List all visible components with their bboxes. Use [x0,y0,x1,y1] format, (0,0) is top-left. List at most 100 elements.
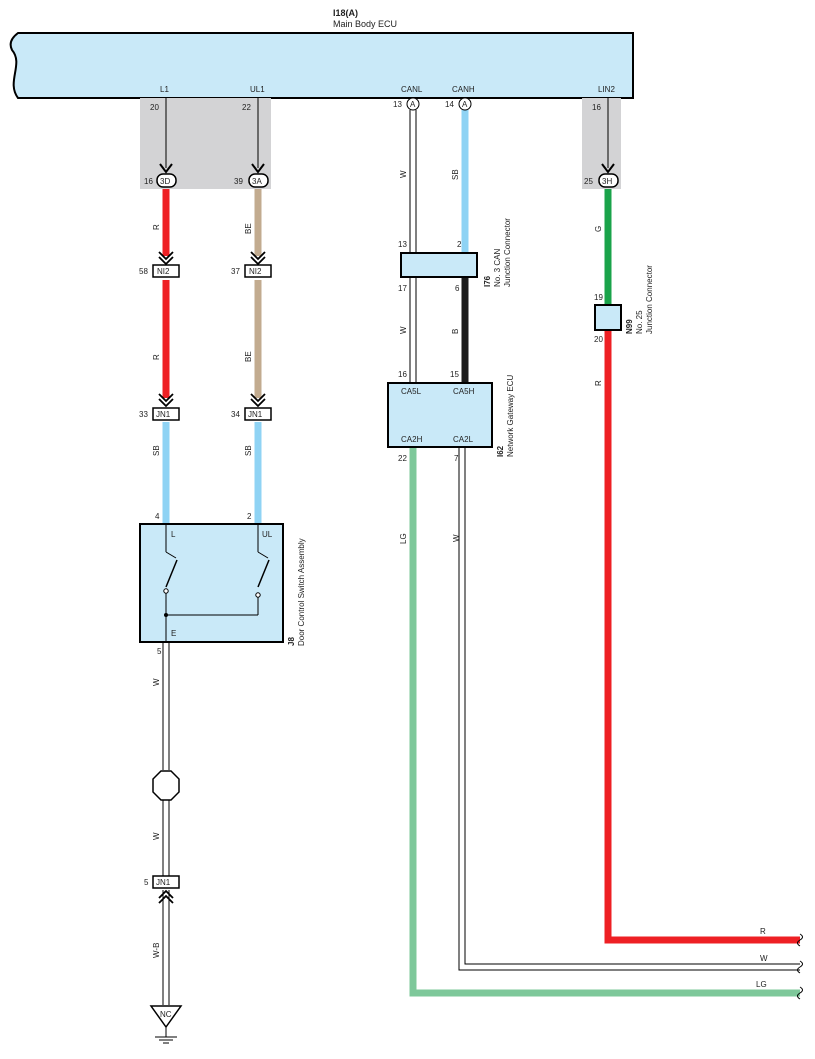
label-lin-upper: G [594,226,603,232]
i62-pin-num-ca2h: 22 [398,454,407,463]
n99-pin-top: 19 [594,293,603,302]
n99-pin-bottom: 20 [594,335,603,344]
j8-switch-l [165,559,178,588]
n99-name-line1: No. 25 [635,310,644,334]
j8-pin-l: L [171,530,176,539]
ecu-pin-ul1: UL1 [250,85,265,94]
connector-jn1-left: JN1 33 [139,393,180,421]
j8-code: J8 [287,637,296,646]
connector-3h: 3H 25 [584,163,619,188]
svg-text:3H: 3H [602,177,612,186]
connector-ni2-left: NI2 58 [139,251,180,278]
j8-switch-circuit [163,524,270,643]
label-canh-mid: B [451,329,460,334]
label-out-r: R [760,927,766,936]
ecu-pin-num-canh: 14 [445,100,454,109]
label-canh-upper: SB [451,169,460,180]
j8-pin-num-l: 4 [155,512,160,521]
i62-pin-ca2h: CA2H [401,435,423,444]
wire-break-r [797,933,803,947]
i76-code: I76 [483,275,492,287]
label-out-lg: LG [756,980,767,989]
connector-jn1-ground: JN1 5 [144,875,180,904]
ecu-code: I18(A) [333,8,358,18]
ecu-pin-num-canl: 13 [393,100,402,109]
label-l1-mid: R [152,354,161,360]
label-canl-mid: W [399,326,408,334]
i62-pin-ca2l: CA2L [453,435,474,444]
canh-connector-circle: A [458,97,472,111]
wire-break-lg [797,986,803,1000]
i76-name-line2: Junction Connector [503,218,512,287]
wire-gateway-w [458,448,800,971]
connector-3a-pin: 39 [234,177,243,186]
i76-junction-connector: 13 2 17 6 I76 No. 3 CAN Junction Connect… [398,218,512,293]
i62-pin-ca5l: CA5L [401,387,422,396]
j8-name: Door Control Switch Assembly [297,538,306,646]
i62-name: Network Gateway ECU [506,375,515,457]
label-l1-upper: R [152,224,161,230]
i62-pin-num-ca2l: 7 [454,454,459,463]
connector-jn1-right: JN1 34 [231,393,272,421]
ecu-pin-numbers: 20 22 13 14 16 A A [150,97,601,112]
connector-3d: 3D 16 [144,163,177,188]
ecu-pin-canh: CANH [452,85,475,94]
connector-3a: 3A 39 [234,163,269,188]
ecu-pin-num-ul1: 22 [242,103,251,112]
connector-jn1-right-pin: 34 [231,410,240,419]
main-body-ecu-box [9,32,634,99]
label-ground-lower: W-B [152,943,161,958]
label-gateway-w: W [452,534,461,542]
i76-pin-br: 6 [455,284,460,293]
wire-break-w [797,960,803,974]
i76-pin-bl: 17 [398,284,407,293]
svg-text:JN1: JN1 [156,878,171,887]
i76-name-line1: No. 3 CAN [493,249,502,287]
label-canl-upper: W [399,170,408,178]
i76-pin-tl: 13 [398,240,407,249]
label-ground-upper: W [152,678,161,686]
svg-text:NI2: NI2 [249,267,262,276]
label-ul1-lower: SB [244,445,253,456]
i62-pin-ca5h: CA5H [453,387,475,396]
svg-text:3A: 3A [252,177,262,186]
svg-text:JN1: JN1 [156,410,171,419]
ecu-pin-l1: L1 [160,85,169,94]
label-ul1-mid: BE [244,351,253,362]
label-gateway-lg: LG [399,533,408,544]
ground-label: NC [160,1010,172,1019]
connector-3h-pin: 25 [584,177,593,186]
connector-3d-pin: 16 [144,177,153,186]
j8-switch-ul [257,559,270,588]
svg-text:A: A [462,100,468,109]
wires [162,98,803,1005]
j8-pin-ul: UL [262,530,273,539]
connector-jn1-left-pin: 33 [139,410,148,419]
ecu-pin-lin2: LIN2 [598,85,615,94]
i62-pin-num-ca5l: 16 [398,370,407,379]
i62-network-gateway-ecu: 16 15 CA5L CA5H CA2H CA2L 22 7 I62 Netwo… [387,370,515,463]
n99-junction-connector: 19 20 N99 No. 25 Junction Connector [594,265,654,344]
wire-gateway-lg [409,448,800,997]
i76-pin-tr: 2 [457,240,462,249]
j8-pin-e: E [171,629,176,638]
wire-labels: R R SB BE BE SB W W SB B G R LG W W W W-… [152,169,768,989]
svg-text:3D: 3D [160,177,170,186]
svg-text:A: A [410,100,416,109]
j8-pin-num-ul: 2 [247,512,252,521]
j8-pin-num-e: 5 [157,647,162,656]
svg-text:NI2: NI2 [157,267,170,276]
main-body-ecu: I18(A) Main Body ECU L1 UL1 CANL CANH LI… [9,8,634,99]
canl-connector-circle: A [406,97,420,111]
i62-pin-num-ca5h: 15 [450,370,459,379]
ecu-pin-canl: CANL [401,85,423,94]
connector-ni2-left-pin: 58 [139,267,148,276]
ecu-pin-num-l1: 20 [150,103,159,112]
connector-jn1-ground-pin: 5 [144,878,149,887]
n99-name-line2: Junction Connector [645,265,654,334]
label-ground-mid: W [152,832,161,840]
connector-ni2-right: NI2 37 [231,251,272,278]
ecu-pin-num-lin2: 16 [592,103,601,112]
ground-icon: NC [149,1005,183,1044]
